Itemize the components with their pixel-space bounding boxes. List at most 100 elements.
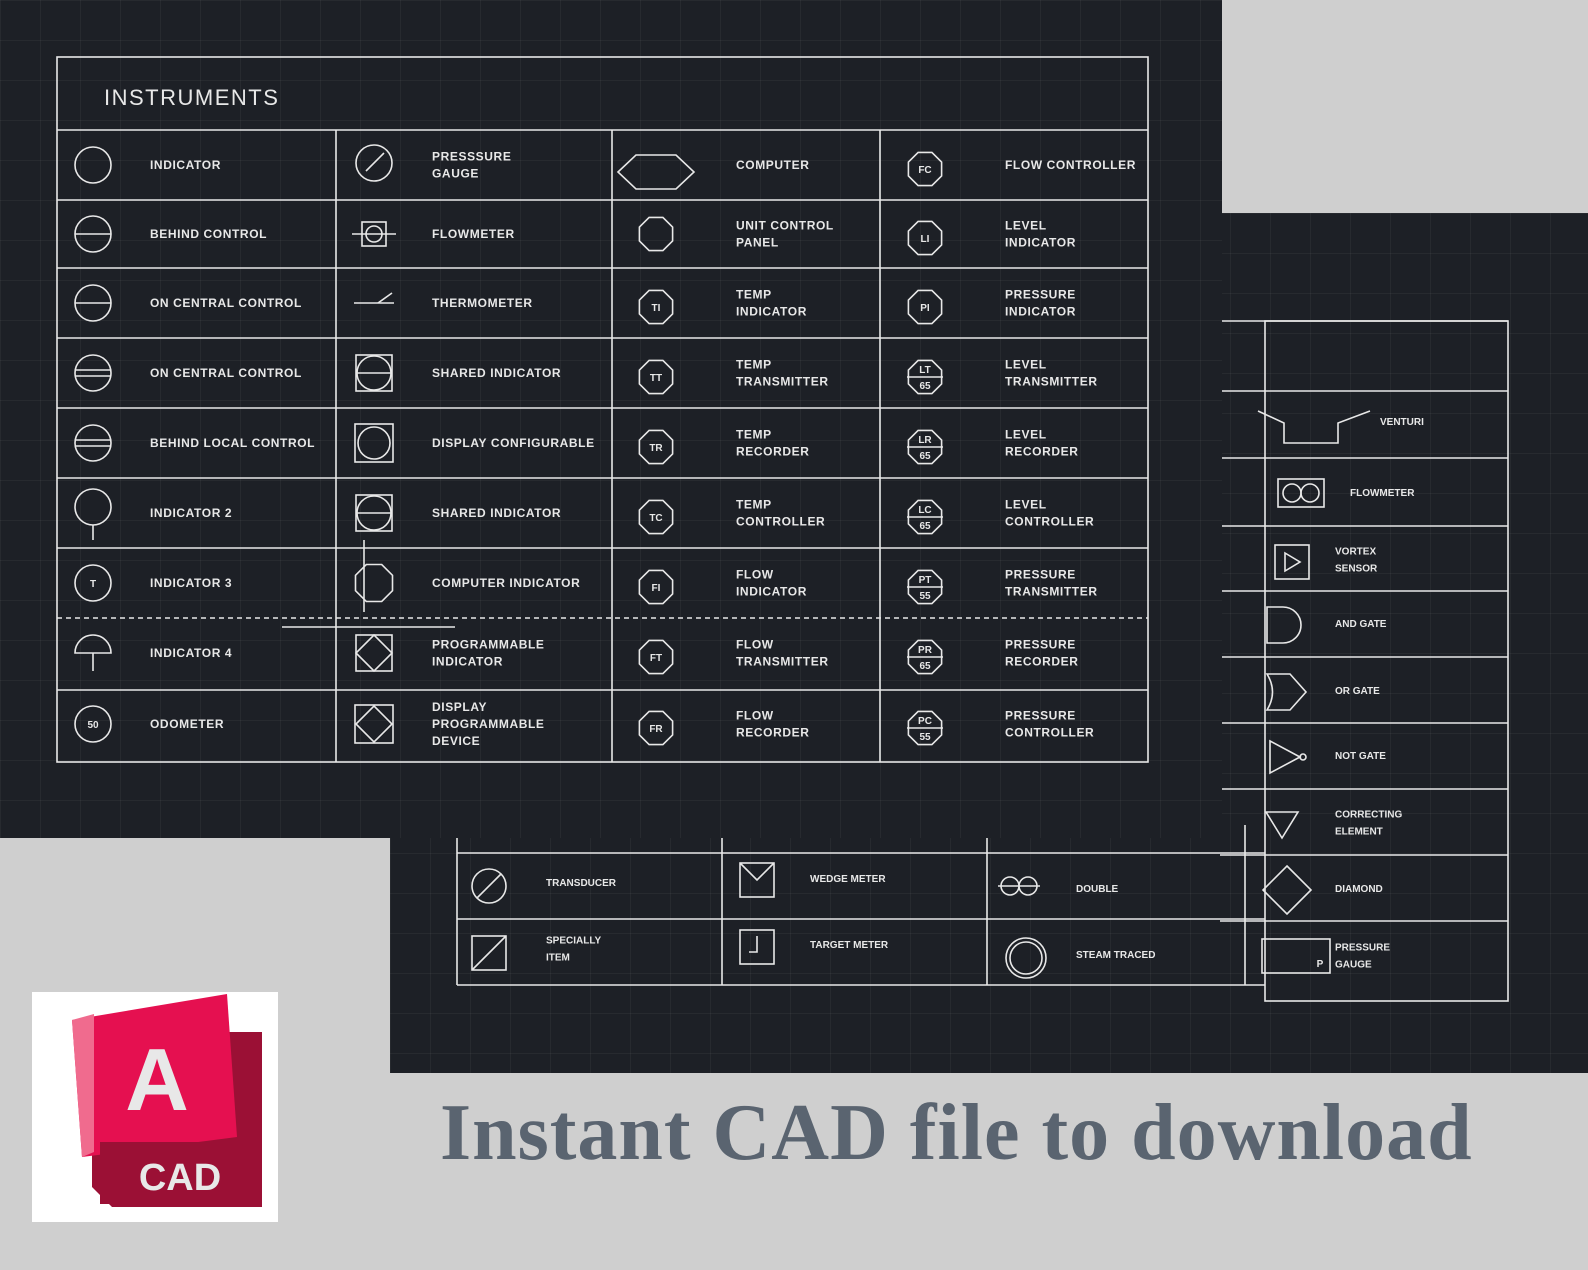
col4-symbol: LI xyxy=(907,220,943,256)
tagline: Instant CAD file to download xyxy=(440,1089,1473,1177)
octagon-tag-icon xyxy=(907,499,943,535)
col3-tag: FT xyxy=(650,653,662,664)
octagon-tag-icon xyxy=(638,710,674,746)
col3-tag: FR xyxy=(649,724,663,735)
col4-tag: LR xyxy=(918,435,932,446)
col4-label: RECORDER xyxy=(1005,445,1078,459)
steam-traced-icon xyxy=(1005,937,1047,979)
table-border xyxy=(56,56,1149,763)
computer-icon xyxy=(616,154,696,190)
back-bottom-label: WEDGE METER xyxy=(810,874,886,885)
col4-subtag: 65 xyxy=(919,451,931,462)
back-bottom-label: ITEM xyxy=(546,953,570,964)
col2-symbol xyxy=(354,423,394,463)
col3-label: INDICATOR xyxy=(736,305,807,319)
or-gate-icon xyxy=(1265,673,1308,711)
col4-symbol: LR 65 xyxy=(907,429,943,465)
shared-indicator-icon xyxy=(355,354,393,392)
col4-label: TRANSMITTER xyxy=(1005,585,1098,599)
unit-control-panel-icon xyxy=(638,216,674,252)
col4-tag: LI xyxy=(921,234,930,245)
col1-label: INDICATOR 3 xyxy=(150,576,232,590)
not-gate-icon xyxy=(1269,739,1302,775)
col3-label: COMPUTER xyxy=(736,158,809,172)
back-bottom-symbols xyxy=(471,862,1040,904)
col4-tag: LC xyxy=(918,505,931,516)
col3-tag: FI xyxy=(652,583,661,594)
col2-label: PROGRAMMABLE xyxy=(432,717,545,731)
octagon-tag-icon xyxy=(907,710,943,746)
col3-symbol: FI xyxy=(638,569,674,605)
back-bottom-symbols xyxy=(471,929,1047,979)
col4-symbol: FC xyxy=(907,151,943,187)
shared-indicator-icon xyxy=(355,494,393,532)
indicator-4-icon xyxy=(74,634,112,654)
computer-indicator-icon xyxy=(354,563,394,603)
col4-label: CONTROLLER xyxy=(1005,515,1094,529)
back-right-label: AND GATE xyxy=(1335,619,1387,630)
col2-symbol xyxy=(354,563,394,603)
col4-label: LEVEL xyxy=(1005,358,1047,372)
correcting-element-icon xyxy=(1264,811,1300,840)
pressure-gauge-icon xyxy=(1261,938,1331,974)
col4-subtag: 55 xyxy=(919,591,931,602)
col2-label: DISPLAY xyxy=(432,700,487,714)
col1-symbol xyxy=(74,284,112,322)
programmable-indicator-icon xyxy=(355,634,393,672)
col4-label: LEVEL xyxy=(1005,428,1047,442)
diamond-icon xyxy=(1261,864,1313,916)
col3-label: PANEL xyxy=(736,236,779,250)
octagon-tag-icon xyxy=(907,289,943,325)
octagon-tag-icon xyxy=(907,639,943,675)
col4-label: CONTROLLER xyxy=(1005,726,1094,740)
odometer-value: 50 xyxy=(87,720,99,731)
back-right-label: FLOWMETER xyxy=(1350,488,1415,499)
col3-symbol: TI xyxy=(638,289,674,325)
autocad-logo: A CAD xyxy=(32,992,278,1222)
back-right-label: NOT GATE xyxy=(1335,751,1386,762)
col3-label: TEMP xyxy=(736,358,772,372)
col2-label: GAUGE xyxy=(432,167,479,181)
col2-label: COMPUTER INDICATOR xyxy=(432,576,580,590)
col2-symbol xyxy=(354,292,394,304)
col3-label: RECORDER xyxy=(736,445,809,459)
col3-label: TEMP xyxy=(736,428,772,442)
col1-symbol xyxy=(74,215,112,253)
col3-label: TRANSMITTER xyxy=(736,375,829,389)
octagon-tag-icon xyxy=(907,569,943,605)
col3-tag: TI xyxy=(652,303,661,314)
target-meter-icon xyxy=(749,936,758,953)
flowmeter-icon xyxy=(1300,483,1320,503)
back-right-symbol xyxy=(1264,811,1300,840)
back-right-label: OR GATE xyxy=(1335,686,1380,697)
back-bottom-label: TRANSDUCER xyxy=(546,878,617,889)
octagon-tag-icon xyxy=(638,499,674,535)
vortex-sensor-icon xyxy=(1284,551,1302,573)
col4-tag: FC xyxy=(918,165,931,176)
logo-label: CAD xyxy=(139,1157,221,1199)
col1-label: INDICATOR 2 xyxy=(150,506,232,520)
col3-label: FLOW xyxy=(736,568,774,582)
back-right-symbol xyxy=(1277,478,1325,508)
col4-tag: PT xyxy=(919,575,932,586)
back-right-symbol xyxy=(1257,410,1371,444)
col4-label: PRESSURE xyxy=(1005,709,1076,723)
back-right-symbol xyxy=(1274,544,1310,580)
col2-label: THERMOMETER xyxy=(432,296,533,310)
wedge-meter-icon xyxy=(739,862,775,898)
and-gate-icon xyxy=(1266,606,1302,644)
col1-label: ON CENTRAL CONTROL xyxy=(150,296,302,310)
col3-symbol xyxy=(638,216,674,252)
col2-symbol xyxy=(355,144,393,182)
col1-symbol xyxy=(74,634,112,671)
flowmeter-icon xyxy=(1282,483,1302,503)
flowmeter-icon xyxy=(1277,478,1325,508)
col2-label: SHARED INDICATOR xyxy=(432,366,561,380)
col4-tag: LT xyxy=(919,365,930,376)
col1-symbol xyxy=(74,488,112,540)
back-right-symbol xyxy=(1261,864,1313,916)
table-title: INSTRUMENTS xyxy=(104,85,279,110)
